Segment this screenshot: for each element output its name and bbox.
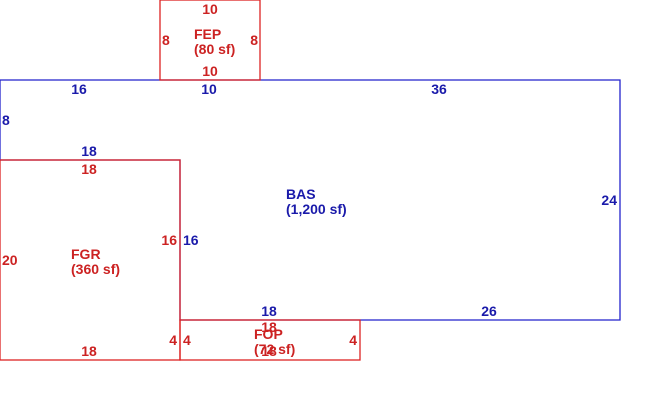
fop-dim-bottom: 18 [261, 343, 277, 359]
fep-dim-top: 10 [202, 1, 218, 17]
fgr-dim-bottom-right: 4 [169, 332, 177, 348]
fgr-area-label: (360 sf) [71, 261, 120, 277]
bas-dim-top-right: 36 [431, 81, 447, 97]
fop-outline [179, 319, 361, 361]
fgr-dim-right: 16 [161, 232, 177, 248]
fop-code-label: FOP [254, 326, 283, 342]
fgr-dim-bottom: 18 [81, 343, 97, 359]
fgr-dim-left: 20 [2, 252, 18, 268]
fgr-dim-top: 18 [81, 161, 97, 177]
fop-dim-right: 4 [349, 332, 357, 348]
fep-outline [159, 0, 261, 81]
bas-dim-top-mid: 10 [201, 81, 217, 97]
bas-dim-ledge: 18 [81, 143, 97, 159]
fep-dim-right: 8 [250, 32, 258, 48]
bas-dim-inner-vert: 16 [183, 232, 199, 248]
fep-area-label: (80 sf) [194, 41, 235, 57]
bas-dim-bottom-left: 18 [261, 303, 277, 319]
fop-area-label: (72 sf) [254, 341, 295, 357]
fep-dim-bottom: 10 [202, 63, 218, 79]
bas-area-label: (1,200 sf) [286, 201, 347, 217]
fep-dim-left: 8 [162, 32, 170, 48]
fgr-outline [0, 159, 181, 361]
fop-dim-top: 18 [261, 319, 277, 335]
bas-dim-top-left: 16 [71, 81, 87, 97]
bas-dim-bottom-right: 26 [481, 303, 497, 319]
bas-dim-right: 24 [601, 192, 617, 208]
fgr-code-label: FGR [71, 246, 101, 262]
fep-code-label: FEP [194, 26, 221, 42]
fop-dim-left: 4 [183, 332, 191, 348]
bas-dim-left: 8 [2, 112, 10, 128]
bas-code-label: BAS [286, 186, 316, 202]
